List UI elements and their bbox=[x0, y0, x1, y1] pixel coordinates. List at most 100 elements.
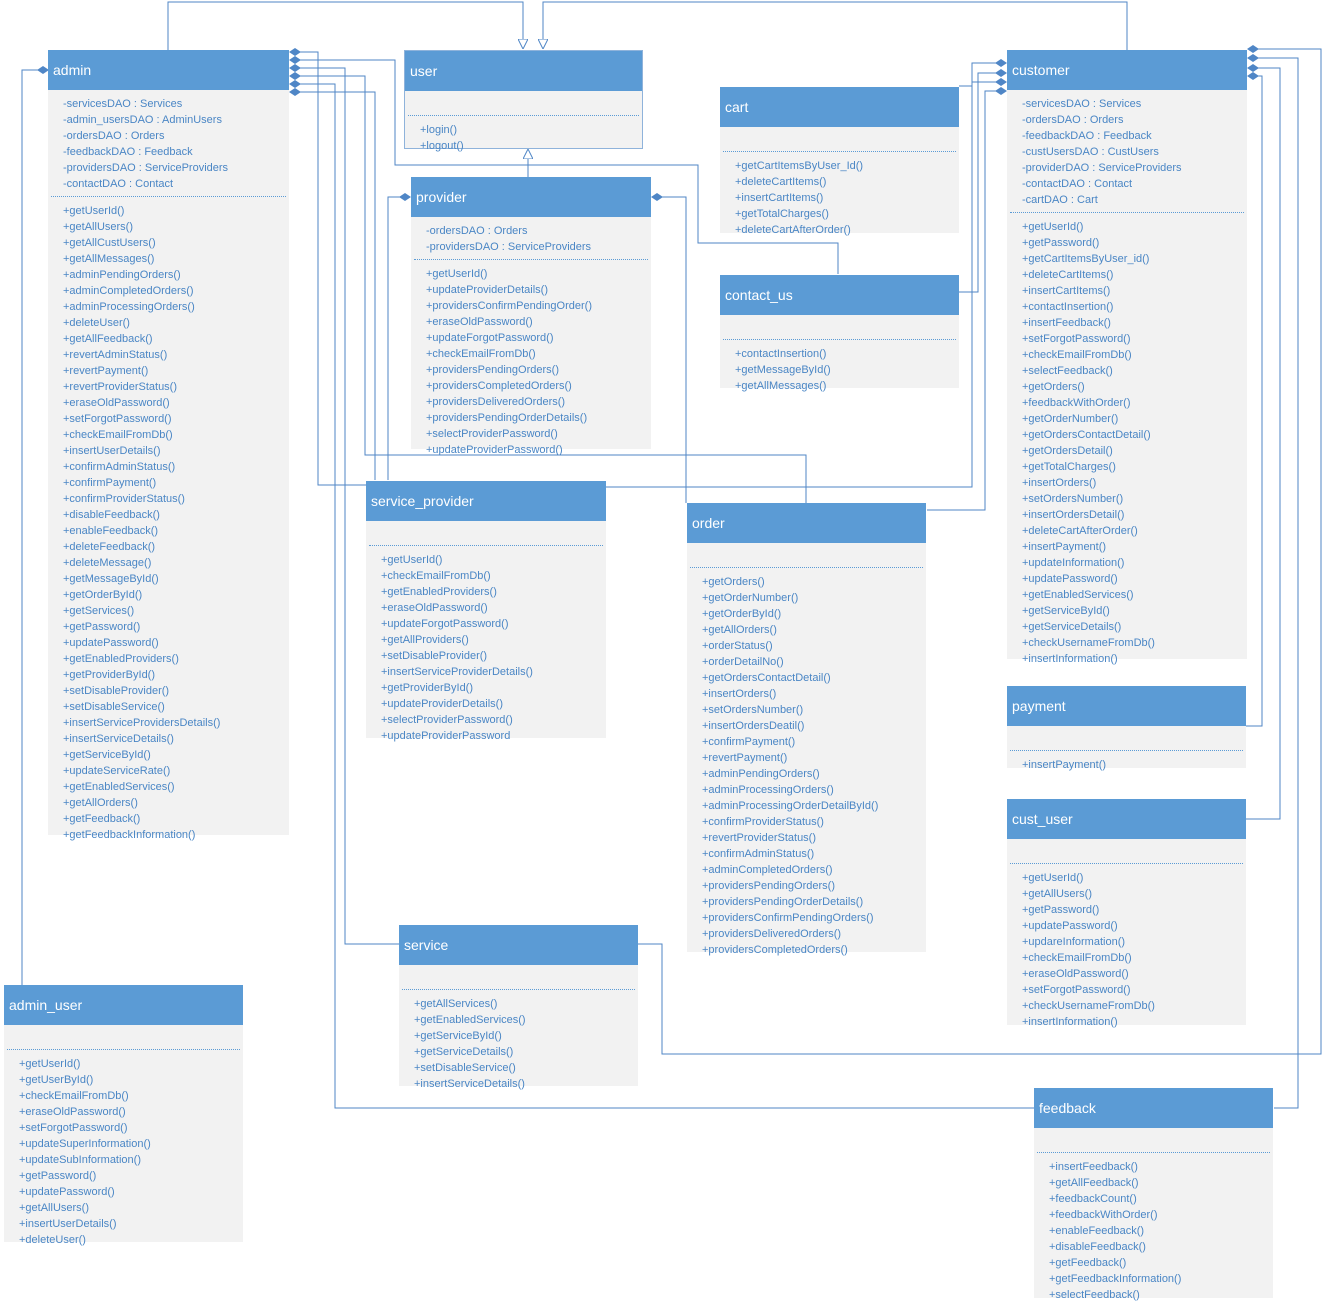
method: +getTotalCharges() bbox=[1022, 461, 1116, 473]
attribute: -contactDAO : Contact bbox=[63, 178, 174, 190]
method: +setForgotPassword() bbox=[1022, 984, 1131, 996]
compartment-divider bbox=[414, 259, 648, 260]
method: +adminCompletedOrders() bbox=[702, 864, 833, 876]
method: +getAllCustUsers() bbox=[63, 237, 156, 249]
class-name: feedback bbox=[1034, 1088, 1273, 1128]
method: +insertInformation() bbox=[1022, 1016, 1118, 1028]
method: +setDisableService() bbox=[414, 1062, 516, 1074]
method: +getEnabledServices() bbox=[414, 1014, 526, 1026]
method: +insertOrders() bbox=[702, 688, 777, 700]
attributes-section: -servicesDAO : Services-ordersDAO : Orde… bbox=[1007, 90, 1247, 212]
method: +confirmPayment() bbox=[63, 477, 157, 489]
method: +deleteUser() bbox=[19, 1234, 86, 1246]
compartment-divider bbox=[402, 989, 635, 990]
method: +selectProviderPassword() bbox=[426, 428, 558, 440]
method: +adminPendingOrders() bbox=[63, 269, 181, 281]
method: +getServiceById() bbox=[414, 1030, 502, 1042]
method: +getProviderById() bbox=[63, 669, 156, 681]
method: +adminPendingOrders() bbox=[702, 768, 820, 780]
attributes-section bbox=[720, 315, 959, 339]
method: +orderStatus() bbox=[702, 640, 773, 652]
methods-section: +getUserId()+checkEmailFromDb()+getEnabl… bbox=[366, 546, 606, 748]
class-name: payment bbox=[1007, 686, 1246, 726]
method: +getFeedbackInformation() bbox=[63, 829, 196, 841]
methods-section: +getUserId()+updateProviderDetails()+pro… bbox=[411, 260, 651, 462]
method: +eraseOldPassword() bbox=[1022, 968, 1129, 980]
method: +logout() bbox=[420, 140, 464, 152]
method: +revertPayment() bbox=[63, 365, 149, 377]
method: +confirmAdminStatus() bbox=[702, 848, 815, 860]
class-provider: provider-ordersDAO : Orders-providersDAO… bbox=[411, 177, 651, 456]
method: +getAllFeedback() bbox=[1049, 1177, 1139, 1189]
attributes-section bbox=[1007, 726, 1246, 750]
method: +getAllOrders() bbox=[702, 624, 777, 636]
method: +selectProviderPassword() bbox=[381, 714, 513, 726]
method: +confirmAdminStatus() bbox=[63, 461, 176, 473]
class-name: cart bbox=[720, 87, 959, 127]
method: +setOrdersNumber() bbox=[702, 704, 804, 716]
method: +getAllMessages() bbox=[63, 253, 155, 265]
method: +getServiceById() bbox=[1022, 605, 1110, 617]
method: +insertPayment() bbox=[1022, 541, 1107, 553]
method: +deleteFeedback() bbox=[63, 541, 156, 553]
inherit-admin-user bbox=[167, 1, 523, 50]
class-service: service+getAllServices()+getEnabledServi… bbox=[399, 925, 638, 1090]
compartment-divider bbox=[51, 196, 286, 197]
compartment-divider bbox=[1010, 212, 1244, 213]
method: +insertOrders() bbox=[1022, 477, 1097, 489]
method: +getOrdersDetail() bbox=[1022, 445, 1113, 457]
method: +checkEmailFromDb() bbox=[63, 429, 173, 441]
method: +providersPendingOrderDetails() bbox=[426, 412, 588, 424]
method: +getFeedback() bbox=[63, 813, 141, 825]
assoc-customer-payment bbox=[1246, 72, 1263, 727]
assoc-customer-sp bbox=[605, 78, 1007, 488]
method: +providersDeliveredOrders() bbox=[426, 396, 566, 408]
method: +contactInsertion() bbox=[1022, 301, 1114, 313]
method: +getCartItemsByUser_id() bbox=[1022, 253, 1150, 265]
method: +getServices() bbox=[63, 605, 135, 617]
method: +getOrders() bbox=[1022, 381, 1085, 393]
inherit-customer-user bbox=[543, 1, 1128, 50]
methods-section: +getUserId()+getUserById()+checkEmailFro… bbox=[4, 1050, 243, 1252]
method: +insertFeedback() bbox=[1049, 1161, 1138, 1173]
method: +getPassword() bbox=[19, 1170, 97, 1182]
method: +updateProviderDetails() bbox=[426, 284, 548, 296]
method: +getPassword() bbox=[63, 621, 141, 633]
attributes-section bbox=[1007, 839, 1246, 863]
method: +getMessageById() bbox=[63, 573, 159, 585]
assoc-admin-user bbox=[289, 48, 380, 486]
compartment-divider bbox=[7, 1049, 240, 1050]
assoc-admin-adminuser bbox=[21, 66, 49, 985]
method: +adminProcessingOrders() bbox=[63, 301, 195, 313]
class-name: contact_us bbox=[720, 275, 959, 315]
method: +enableFeedback() bbox=[63, 525, 159, 537]
methods-section: +getOrders()+getOrderNumber()+getOrderBy… bbox=[687, 568, 926, 962]
method: +checkEmailFromDb() bbox=[426, 348, 536, 360]
method: +getServiceById() bbox=[63, 749, 151, 761]
assoc-provider-order bbox=[651, 193, 687, 503]
method: +updatePassword() bbox=[19, 1186, 115, 1198]
assoc-admin-sp bbox=[289, 88, 376, 480]
method: +getOrders() bbox=[702, 576, 765, 588]
method: +getPassword() bbox=[1022, 904, 1100, 916]
method: +revertProviderStatus() bbox=[63, 381, 178, 393]
method: +insertUserDetails() bbox=[19, 1218, 117, 1230]
method: +getOrderById() bbox=[702, 608, 782, 620]
method: +deleteMessage() bbox=[63, 557, 152, 569]
method: +providersPendingOrderDetails() bbox=[702, 896, 864, 908]
method: +insertServiceDetails() bbox=[414, 1078, 525, 1090]
method: +getOrdersContactDetail() bbox=[1022, 429, 1151, 441]
class-customer: customer-servicesDAO : Services-ordersDA… bbox=[1007, 50, 1247, 665]
method: +confirmPayment() bbox=[702, 736, 796, 748]
method: +insertOrdersDetail() bbox=[1022, 509, 1125, 521]
attribute: -servicesDAO : Services bbox=[1022, 98, 1142, 110]
compartment-divider bbox=[369, 545, 603, 546]
attribute: -contactDAO : Contact bbox=[1022, 178, 1133, 190]
method: +getOrderNumber() bbox=[1022, 413, 1119, 425]
attributes-section bbox=[405, 91, 642, 115]
method: +checkEmailFromDb() bbox=[1022, 349, 1132, 361]
method: +getUserId() bbox=[63, 205, 125, 217]
assoc-admin-feedback bbox=[289, 80, 1034, 1109]
class-name: order bbox=[687, 503, 926, 543]
